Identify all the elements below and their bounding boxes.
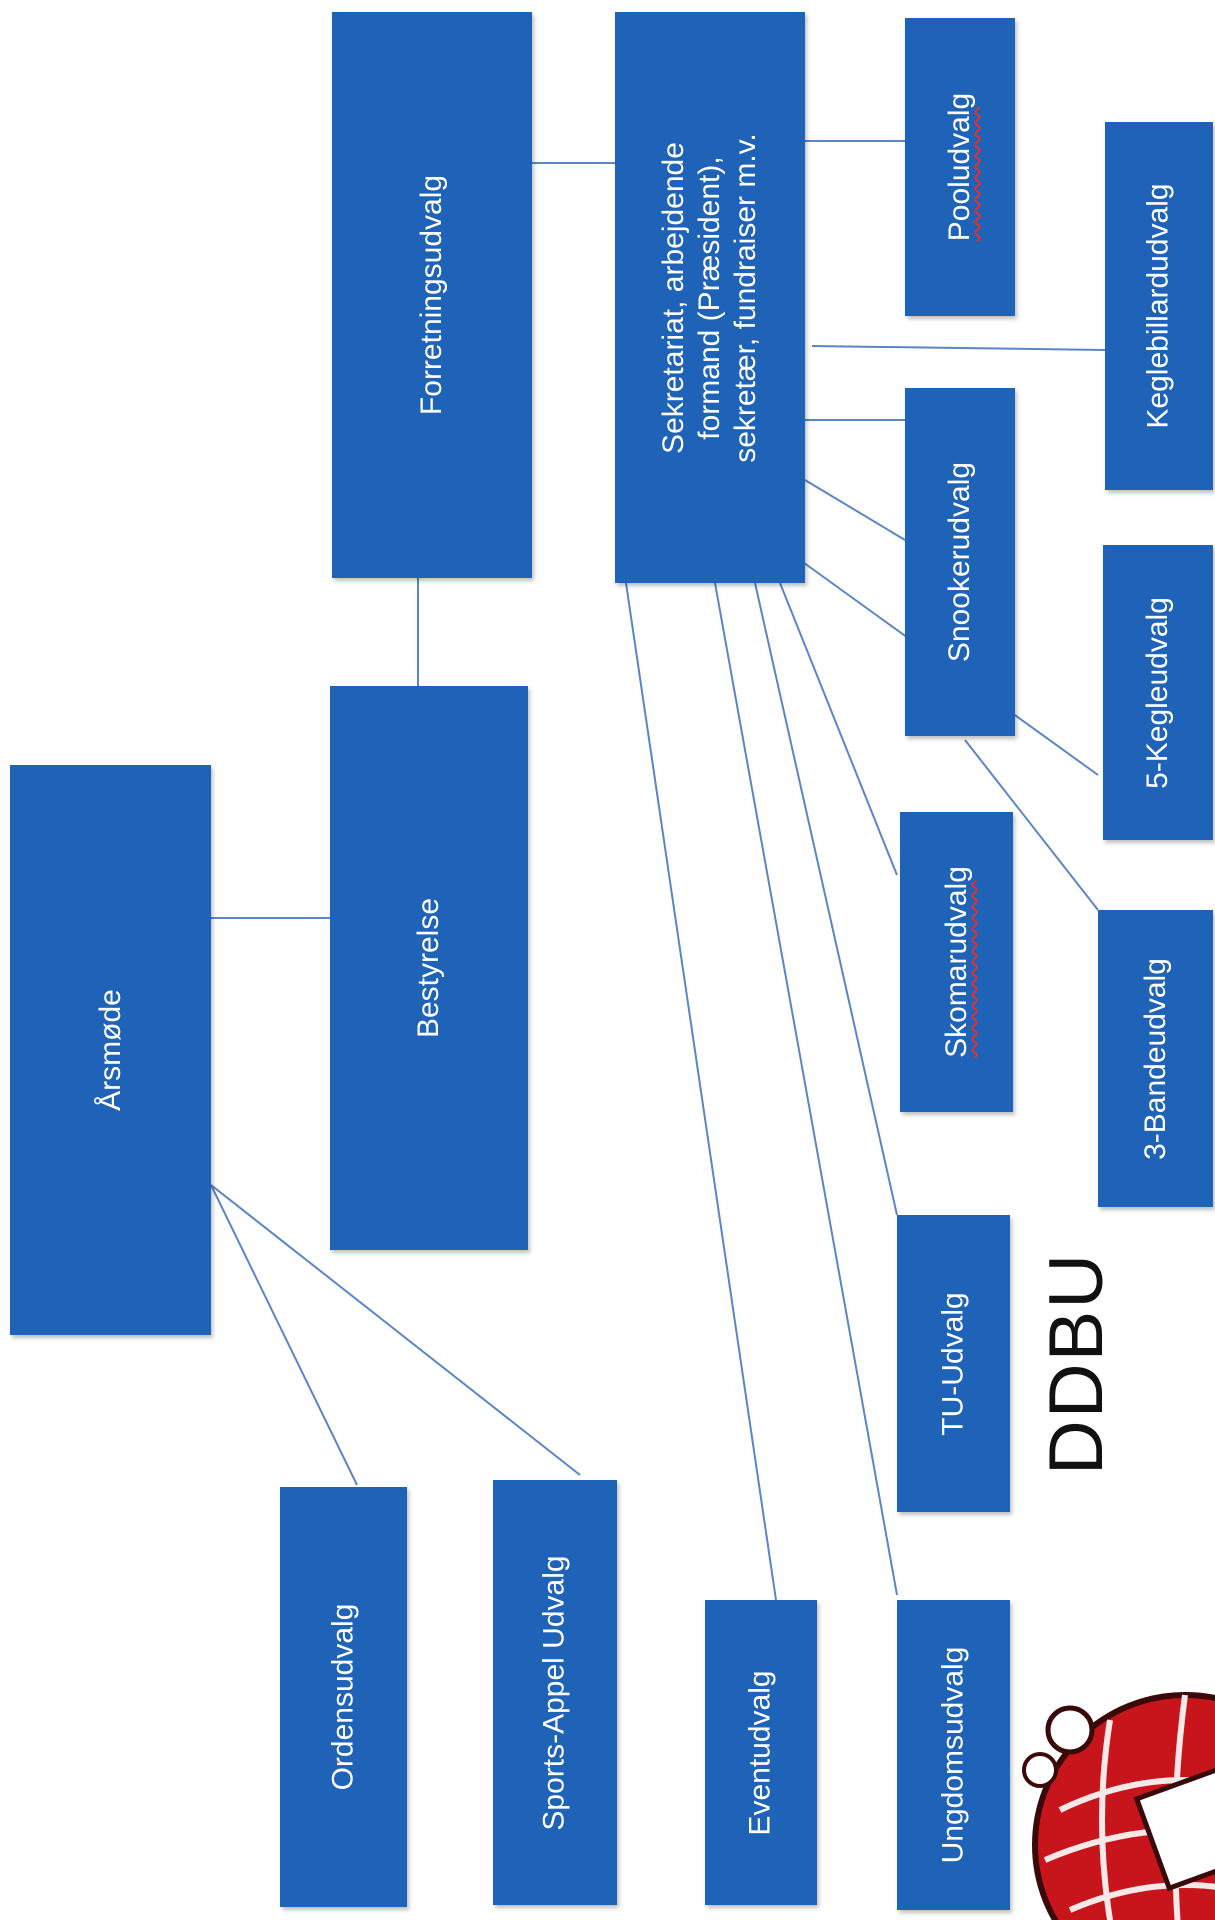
node-tu-udvalg: TU-Udvalg [897, 1215, 1010, 1512]
node-label: TU-Udvalg [936, 1291, 970, 1436]
node-label: Sports-Appel Udvalg [538, 1554, 571, 1831]
connector-arsmode-sportsappel [210, 1184, 581, 1476]
node-label: Snookerudvalg [943, 461, 976, 663]
node-label: 5-Kegleudvalg [1141, 596, 1174, 789]
node-eventudvalg: Eventudvalg [705, 1600, 817, 1905]
node-bestyrelse: Bestyrelse [330, 686, 528, 1250]
node-label: Forretningsudvalg [415, 174, 449, 416]
node-keglebillardudvalg: Keglebillardudvalg [1105, 122, 1213, 490]
node-skomarudvalg: Skomarudvalg [900, 812, 1013, 1112]
node-label-line: Sekretariat, arbejdende [657, 141, 691, 454]
node-label: Ordensudvalg [326, 1603, 360, 1791]
node-label: Skomarudvalg [939, 866, 973, 1058]
ddbu-logo-icon [1022, 1692, 1215, 1920]
node-label: Pooludvalg [943, 92, 977, 242]
brand-wordmark: DDBU [1034, 1251, 1120, 1476]
connector-sekretariat-ungdom [714, 582, 898, 1596]
node-pooludvalg: Pooludvalg [905, 18, 1015, 316]
node-3-bandeudvalg: 3-Bandeudvalg [1098, 910, 1213, 1207]
node-label-line: sekretær, fundraiser m.v. [729, 132, 763, 463]
node-label: Keglebillardudvalg [1142, 183, 1176, 429]
node-forretningsudvalg: Forretningsudvalg [332, 12, 532, 578]
connector-arsmode-orden [210, 1184, 358, 1486]
connector-sekretariat-skomar [779, 582, 898, 876]
node-sports-appel-udvalg: Sports-Appel Udvalg [493, 1480, 617, 1905]
node-label-line: formand (Præsident), [693, 155, 727, 440]
node-arsmode: Årsmøde [10, 765, 211, 1335]
node-label: Ungdomsudvalg [936, 1646, 970, 1864]
node-label: Årsmøde [93, 989, 127, 1111]
node-ordensudvalg: Ordensudvalg [280, 1487, 407, 1907]
node-label: Eventudvalg [744, 1669, 777, 1836]
node-5-kegleudvalg: 5-Kegleudvalg [1103, 545, 1213, 840]
connector-sekretariat-keglebillard [811, 345, 1106, 351]
connector-sekretariat-snooker-2 [804, 479, 906, 541]
node-label: 3-Bandeudvalg [1138, 957, 1172, 1160]
connector-sekretariat-tu [754, 582, 898, 1216]
node-ungdomsudvalg: Ungdomsudvalg [897, 1600, 1010, 1910]
node-snookerudvalg: Snookerudvalg [905, 388, 1015, 736]
node-label-multiline: Sekretariat, arbejdende formand (Præside… [656, 133, 764, 463]
connector-sekretariat-event [625, 582, 777, 1601]
connector-snooker-3bande [964, 739, 1099, 911]
node-label: Bestyrelse [412, 897, 445, 1039]
node-sekretariat: Sekretariat, arbejdende formand (Præside… [615, 12, 805, 583]
